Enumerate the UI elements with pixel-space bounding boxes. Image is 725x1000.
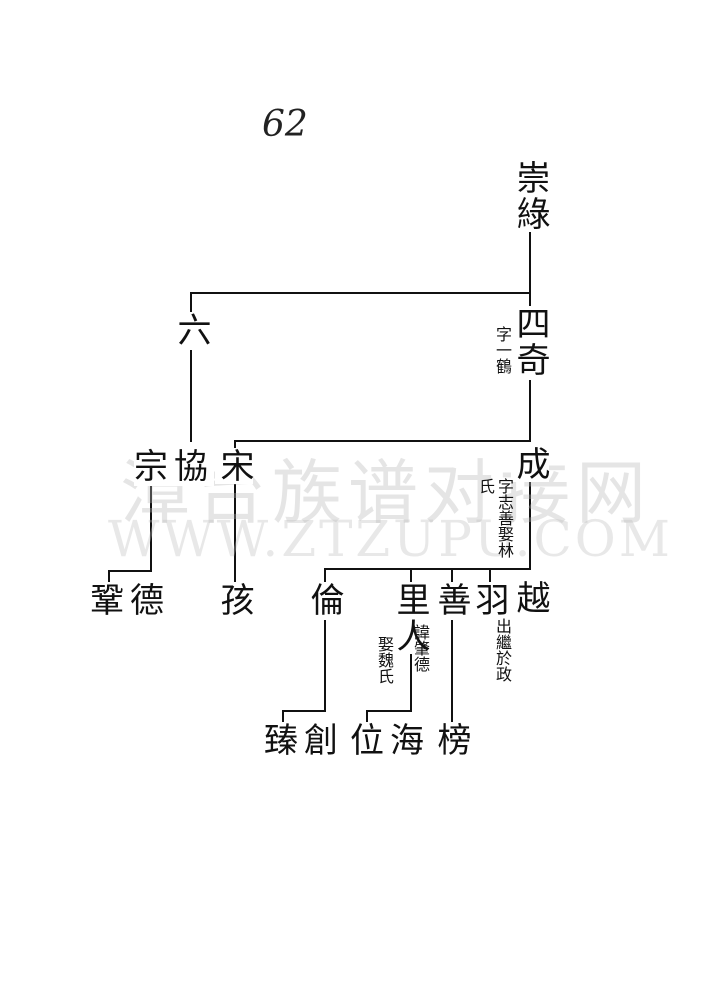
person-chuang: 創	[304, 721, 344, 761]
note-siqi: 字一鶴	[493, 326, 512, 374]
person-wei-hai: 位海	[350, 722, 430, 760]
person-de: 德	[130, 581, 170, 621]
person-bang: 榜	[431, 722, 471, 758]
person-wei: 位	[350, 721, 390, 761]
note-cheng-2: 氏	[476, 478, 495, 494]
connector-line	[234, 440, 531, 442]
person-xie: 協	[174, 447, 214, 487]
connector-line	[150, 480, 152, 572]
connector-line	[410, 648, 412, 712]
watermark-line-2: WWW.ZTZUPU.COM	[108, 510, 673, 568]
connector-line	[529, 232, 531, 294]
person-liren: 里人	[390, 582, 430, 654]
person-hai-child: 孩	[214, 582, 254, 618]
person-yu: 羽	[469, 582, 509, 618]
person-liu: 六	[171, 312, 211, 348]
connector-line	[366, 710, 412, 712]
connector-line	[324, 568, 326, 582]
connector-line	[190, 350, 192, 442]
connector-line	[451, 620, 453, 722]
note-liren-2: 娶魏氏	[375, 636, 394, 684]
connector-line	[529, 292, 531, 312]
connector-line	[529, 480, 531, 570]
person-zong: 宗	[134, 447, 174, 487]
connector-line	[234, 480, 236, 582]
connector-line	[282, 710, 326, 712]
note-cheng-1: 字志善娶林	[495, 478, 514, 558]
connector-line	[529, 380, 531, 442]
connector-line	[410, 568, 412, 582]
connector-line	[282, 710, 284, 722]
person-song: 宋	[214, 448, 254, 484]
note-liren-1: 諱肇德	[411, 624, 430, 672]
person-gong-de: 鞏德	[90, 582, 170, 620]
person-zong-xie: 宗協	[134, 448, 214, 486]
person-siqi: 四奇	[510, 306, 550, 378]
person-lun: 倫	[304, 582, 344, 618]
connector-line	[190, 292, 531, 294]
connector-line	[190, 292, 192, 314]
person-yue: 越	[510, 580, 550, 616]
connector-line	[366, 710, 368, 722]
person-shan: 善	[431, 582, 471, 618]
page-number: 62	[262, 104, 308, 145]
connector-line	[234, 440, 236, 454]
connector-line	[451, 568, 453, 582]
connector-line	[108, 570, 152, 572]
person-hai: 海	[390, 721, 430, 761]
person-zhen: 臻	[264, 721, 304, 761]
connector-line	[324, 568, 531, 570]
connector-line	[108, 570, 110, 582]
connector-line	[324, 620, 326, 712]
person-chonglu: 崇綠	[510, 160, 550, 232]
person-gong: 鞏	[90, 581, 130, 621]
person-cheng: 成	[510, 446, 550, 482]
connector-line	[489, 568, 491, 582]
note-yu: 出繼於政	[493, 618, 512, 682]
person-zhen-chuang: 臻創	[264, 722, 344, 760]
